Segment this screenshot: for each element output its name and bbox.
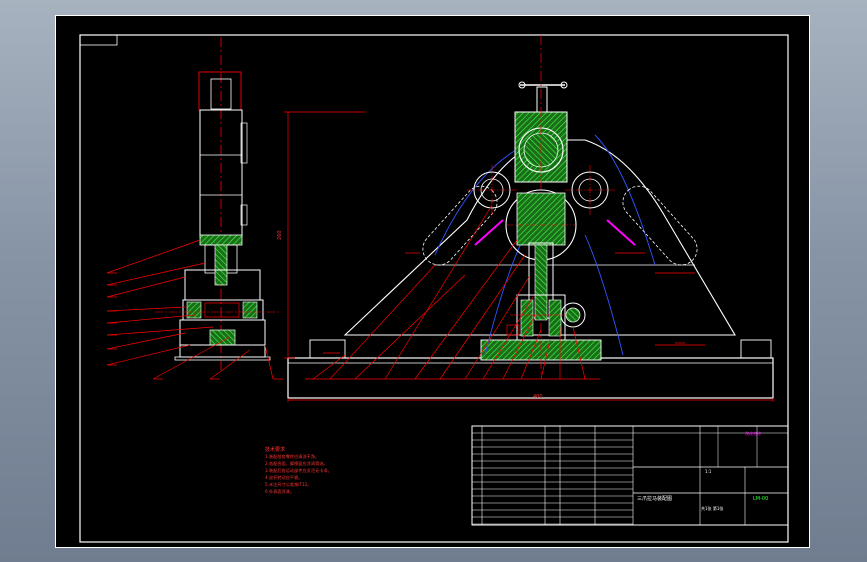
drawing-sheet[interactable]: 260 400 技术要求 1.: [55, 15, 810, 548]
notes-line-2: 2.各配合面、摩擦面应涂润滑油。: [265, 460, 328, 467]
title-sheet-count: 共1张 第1张: [701, 505, 723, 511]
assembly-drawing: 260 400 技术要求 1.: [55, 15, 810, 548]
notes-line-1: 1.装配前各零件应清洗干净。: [265, 453, 319, 460]
corner-label-box: [79, 34, 118, 46]
dimension-lines: [284, 111, 774, 402]
dim-overall-width: 400: [533, 394, 543, 400]
notes-title: 技术要求: [265, 446, 285, 453]
title-block: 院校名称 三爪拉马装配图 1:1 共1张 第1张 LM-00: [471, 425, 789, 526]
title-drawing-no: LM-00: [753, 496, 768, 502]
title-school: 院校名称: [745, 430, 761, 436]
dim-overall-height: 260: [277, 230, 283, 240]
notes-line-5: 5.未注尺寸公差按IT12。: [265, 481, 312, 488]
notes-line-4: 4.丝杆转动应平稳。: [265, 474, 303, 481]
title-scale: 1:1: [705, 469, 712, 474]
drawing-frame: [79, 34, 789, 543]
notes-line-3: 3.装配后各运动部件应灵活无卡滞。: [265, 467, 332, 474]
side-view-leaders: [106, 239, 283, 380]
sheet-border: [55, 15, 810, 548]
side-view: [155, 37, 280, 370]
front-view-leaders: [305, 204, 600, 380]
front-view: [287, 35, 774, 399]
technical-notes: 技术要求 1.装配前各零件应清洗干净。 2.各配合面、摩擦面应涂润滑油。 3.装…: [265, 446, 332, 495]
title-part-name: 三爪拉马装配图: [637, 495, 672, 502]
notes-line-6: 6.外表面涂漆。: [265, 488, 294, 495]
